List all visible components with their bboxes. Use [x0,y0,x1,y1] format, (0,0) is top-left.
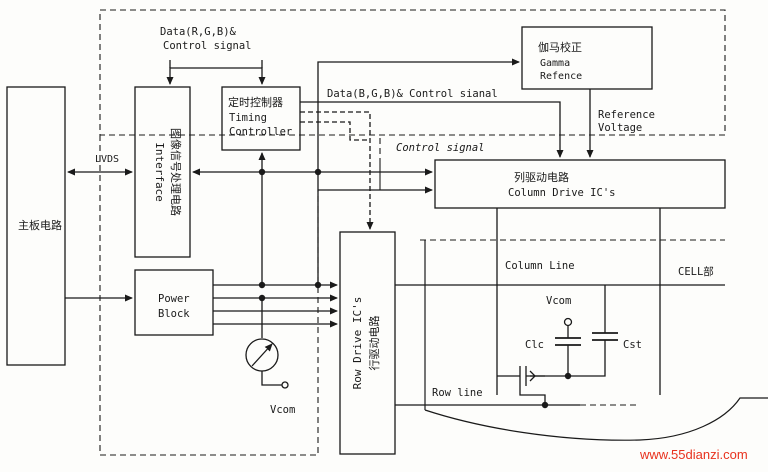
power1-label: Power [158,293,190,305]
mainboard-label: 主板电路 [18,218,62,232]
interface-block [134,86,191,258]
column-line-label: Column Line [505,260,575,272]
gamma-block [521,26,653,90]
data-rgb-label: Data(R,G,B)& [160,26,237,38]
cst-label: Cst [623,339,642,351]
row-drive-block [339,231,396,455]
timing-en2-label: Controller [229,126,292,138]
watermark: www.55dianzi.com [639,447,748,462]
power2-label: Block [158,308,190,320]
column-cn-label: 列驱动电路 [514,170,569,184]
interface-en-label: Interface [153,142,166,202]
row-line-label: Row line [432,387,483,399]
reference-voltage-label-2: Voltage [598,122,642,134]
mainboard-block [6,86,66,366]
timing-controller-block [221,86,301,151]
vcom-cell-label: Vcom [546,295,571,307]
column-en-label: Column Drive IC's [508,187,615,199]
vcom-meter-label: Vcom [270,404,295,416]
cell-label: CELL部 [678,265,714,278]
control-signal-mid-label: Control signal [396,142,485,154]
gamma-en1-label: Gamma [540,58,570,69]
clc-label: Clc [525,339,544,351]
gamma-en2-label: Refence [540,71,582,82]
timing-en1-label: Timing [229,112,267,124]
reference-voltage-label-1: Reference [598,109,655,121]
column-drive-block [434,159,726,209]
interface-cn-label: 图像信号处理电路 [169,128,182,216]
gamma-cn-label: 伽马校正 [538,40,582,54]
data-bgb-label: Data(B,G,B)& Control sianal [327,88,498,100]
control-signal-top-label: Control signal [163,40,252,52]
control-dashed-boundary [317,135,381,212]
junction-dots [258,168,572,409]
lvds-label: LVDS [95,154,119,165]
row-cn-label: 行驱动电路 [368,316,381,371]
outer-dashed-boundary [99,9,726,456]
tft-transistor-icon [497,366,546,405]
timing-cn-label: 定时控制器 [228,95,283,109]
cell-panel-outline [424,240,768,441]
power-block [134,269,214,336]
row-en-label: Row Drive IC's [351,297,364,390]
